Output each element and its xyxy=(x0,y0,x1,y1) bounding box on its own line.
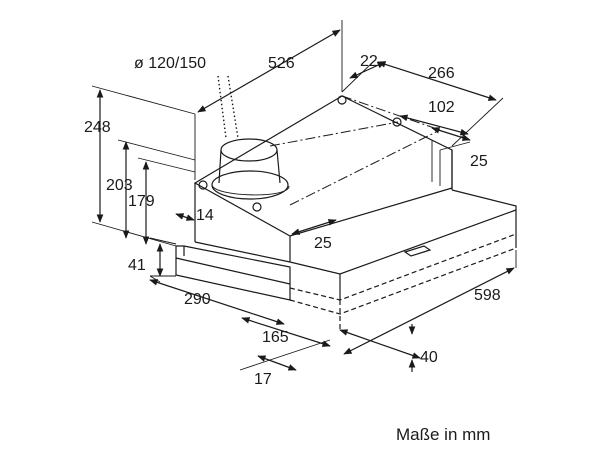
dimension-lines xyxy=(91,20,517,372)
label-40: 40 xyxy=(420,349,438,366)
label-25-right: 25 xyxy=(470,153,488,170)
label-duct-diameter: ø 120/150 xyxy=(134,55,206,72)
label-17: 17 xyxy=(254,371,272,388)
hood-tray xyxy=(175,189,517,330)
label-179: 179 xyxy=(128,193,155,210)
duct-collar xyxy=(211,75,290,200)
label-203: 203 xyxy=(106,177,133,194)
label-248: 248 xyxy=(84,119,111,136)
label-165: 165 xyxy=(262,329,289,346)
label-266: 266 xyxy=(428,65,455,82)
label-25-mid: 25 xyxy=(314,235,332,252)
label-22: 22 xyxy=(360,53,378,70)
dimension-labels: ø 120/150 526 22 266 102 25 248 203 179 … xyxy=(84,53,501,444)
label-41: 41 xyxy=(128,257,146,274)
units-caption: Maße in mm xyxy=(396,425,490,444)
label-290: 290 xyxy=(184,291,211,308)
label-526: 526 xyxy=(268,55,295,72)
label-14: 14 xyxy=(196,207,214,224)
label-102: 102 xyxy=(428,99,455,116)
label-598: 598 xyxy=(474,287,501,304)
